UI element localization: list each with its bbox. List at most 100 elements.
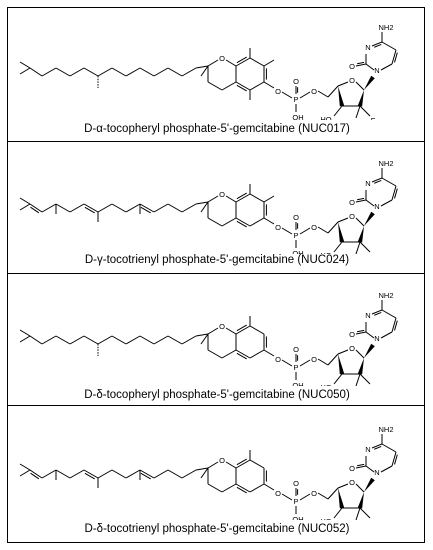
ester-bond — [281, 91, 293, 99]
ester-bond — [281, 227, 293, 235]
phosphate-bond — [317, 90, 329, 98]
base-wedge — [364, 211, 375, 226]
carbonyl-bond-second — [357, 197, 365, 201]
phosphate-bond — [299, 227, 311, 235]
ester-bond — [281, 493, 293, 501]
ring-oxygen: O — [219, 54, 225, 63]
tail-bond — [19, 469, 31, 477]
tail-double-bond-second — [140, 472, 151, 480]
tail-bond — [125, 469, 141, 479]
aromatic-bond — [249, 349, 265, 359]
ring-bond — [207, 59, 219, 67]
tail-bond — [41, 469, 57, 479]
structure-nuc017: OOPOOHOOHOFFNNONH2 — [19, 23, 398, 127]
ester-oxygen: O — [275, 489, 281, 498]
ester-bond — [263, 483, 275, 491]
aromatic-bond-second — [236, 56, 247, 64]
sugar-bond — [337, 349, 349, 355]
ring-bond — [221, 217, 237, 227]
base-bond — [381, 177, 397, 187]
phosphorus: P — [293, 231, 298, 240]
caption-nuc024: D-γ-tocotrienyl phosphate-5'-gemcitabine… — [84, 254, 350, 266]
sugar-bond — [355, 349, 365, 359]
base-wedge — [364, 75, 375, 90]
base-double-bond-second — [374, 445, 382, 450]
ring-bond — [207, 483, 223, 493]
tail-bond — [111, 67, 127, 77]
tail-bond — [55, 335, 71, 345]
c5-bond — [327, 221, 339, 234]
fluoro-bond — [359, 105, 371, 117]
structure-nuc050: OOPOOHOOHOFFNNONH2 — [19, 291, 398, 395]
bridging-oxygen: O — [311, 87, 317, 96]
tail-bond — [125, 203, 141, 213]
divider-3 — [8, 405, 424, 406]
phosphorus: P — [293, 363, 298, 372]
base-double-bond-second — [394, 454, 398, 465]
n1-nitrogen: N — [374, 334, 379, 343]
base-bond — [365, 199, 375, 207]
tail-bond — [195, 65, 209, 69]
tail-bond — [181, 67, 197, 77]
fluoro-bond — [355, 507, 361, 521]
sugar-bond — [337, 81, 349, 87]
phosphoryl-oxygen: O — [293, 213, 299, 222]
tail-bond — [111, 335, 127, 345]
n3-nitrogen: N — [365, 445, 370, 454]
n3-nitrogen: N — [365, 179, 370, 188]
carbonyl-oxygen: O — [349, 464, 355, 473]
sugar-wedge — [357, 492, 364, 509]
tail-bond — [29, 67, 43, 77]
bridging-oxygen: O — [311, 355, 317, 364]
aromatic-bond — [235, 325, 251, 335]
tail-bond — [55, 67, 71, 77]
phosphate-hydroxyl: OH — [292, 381, 303, 386]
compound-panel-3: OOPOOHOOHOFFNNONH2 D-δ-tocopheryl phosph… — [8, 274, 426, 404]
base-double-bond — [371, 177, 383, 183]
n1-nitrogen: N — [374, 66, 379, 75]
tail-bond — [19, 203, 31, 211]
tail-bond — [19, 197, 31, 205]
tail-bond — [55, 203, 71, 213]
ring-oxygen: O — [219, 322, 225, 331]
tail-bond — [153, 67, 169, 77]
base-double-bond — [391, 185, 397, 201]
aromatic-bond — [249, 325, 265, 335]
tail-bond — [83, 67, 99, 77]
sugar-wedge — [357, 358, 364, 375]
ester-oxygen: O — [275, 223, 281, 232]
base-double-bond-second — [374, 43, 382, 48]
aromatic-bond — [235, 217, 251, 227]
aromatic-bond — [235, 193, 251, 203]
tail-bond — [167, 469, 183, 479]
tail-bond — [181, 469, 197, 479]
tail-bond — [41, 335, 57, 345]
tail-bond — [19, 67, 31, 75]
aromatic-bond — [249, 483, 265, 493]
fluorine-1: F — [371, 116, 376, 120]
compound-panel-4: OOPOOHOOHOFFNNONH2 D-δ-tocotrienyl phosp… — [8, 406, 426, 543]
fluoro-bond — [359, 373, 371, 385]
aromatic-bond — [235, 459, 251, 469]
tail-bond — [111, 203, 127, 213]
carbonyl-oxygen: O — [349, 198, 355, 207]
amine-group: NH2 — [378, 291, 393, 300]
ester-bond — [263, 81, 275, 89]
amine-group: NH2 — [378, 425, 393, 434]
base-bond — [381, 309, 397, 319]
n3-nitrogen: N — [365, 311, 370, 320]
tail-double-bond-second — [30, 472, 40, 480]
sugar-wedge — [357, 90, 364, 107]
aromatic-bond-second — [236, 486, 247, 494]
ring-oxygen: O — [219, 190, 225, 199]
divider-1 — [8, 141, 424, 142]
tail-bond — [29, 335, 43, 345]
n3-nitrogen: N — [365, 43, 370, 52]
fluoro-bond — [359, 241, 371, 253]
carbonyl-bond — [355, 63, 367, 67]
ring-methyl — [263, 59, 275, 67]
tail-double-bond — [29, 469, 43, 479]
ring-bond — [207, 461, 219, 469]
aromatic-bond-second — [236, 192, 247, 200]
sugar-oxygen: O — [349, 478, 355, 487]
